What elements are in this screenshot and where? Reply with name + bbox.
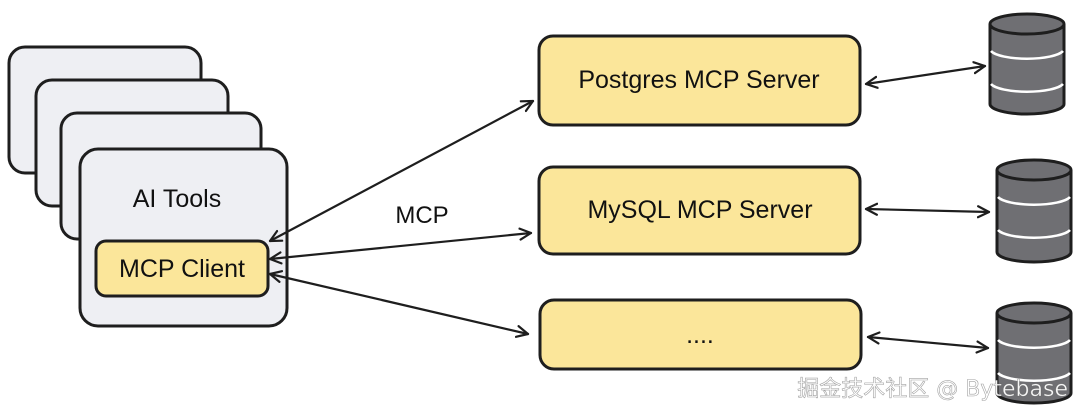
database-icon bbox=[995, 158, 1073, 264]
arrow-other-db bbox=[866, 337, 990, 348]
mcp-client: MCP Client bbox=[94, 239, 270, 298]
server-postgres: Postgres MCP Server bbox=[537, 34, 862, 127]
server-other-label: .... bbox=[686, 321, 714, 349]
server-postgres-box bbox=[537, 34, 862, 127]
arrow-client-other bbox=[268, 274, 530, 334]
server-postgres-label: Postgres MCP Server bbox=[578, 66, 819, 94]
arrow-postgres-db bbox=[864, 66, 987, 84]
server-other: .... bbox=[538, 298, 863, 371]
database-icon bbox=[995, 301, 1073, 405]
watermark: 掘金技术社区 @ Bytebase bbox=[797, 377, 1068, 402]
arrow-client-mysql bbox=[268, 233, 533, 259]
ai-tools-label: AI Tools bbox=[133, 185, 221, 213]
mcp-connections bbox=[268, 99, 535, 334]
mcp-connection-label: MCP bbox=[395, 202, 448, 229]
arrow-mysql-db bbox=[864, 209, 991, 212]
db-connections bbox=[864, 66, 991, 348]
server-mysql-box bbox=[537, 165, 862, 256]
ai-tools-card bbox=[78, 147, 289, 328]
mcp-client-label: MCP Client bbox=[119, 255, 245, 283]
server-mysql-label: MySQL MCP Server bbox=[587, 196, 812, 224]
mcp-client-box bbox=[94, 239, 270, 298]
server-other-box bbox=[538, 298, 863, 371]
arrow-client-postgres bbox=[268, 99, 535, 243]
database-icon bbox=[988, 12, 1066, 116]
server-mysql: MySQL MCP Server bbox=[537, 165, 862, 256]
